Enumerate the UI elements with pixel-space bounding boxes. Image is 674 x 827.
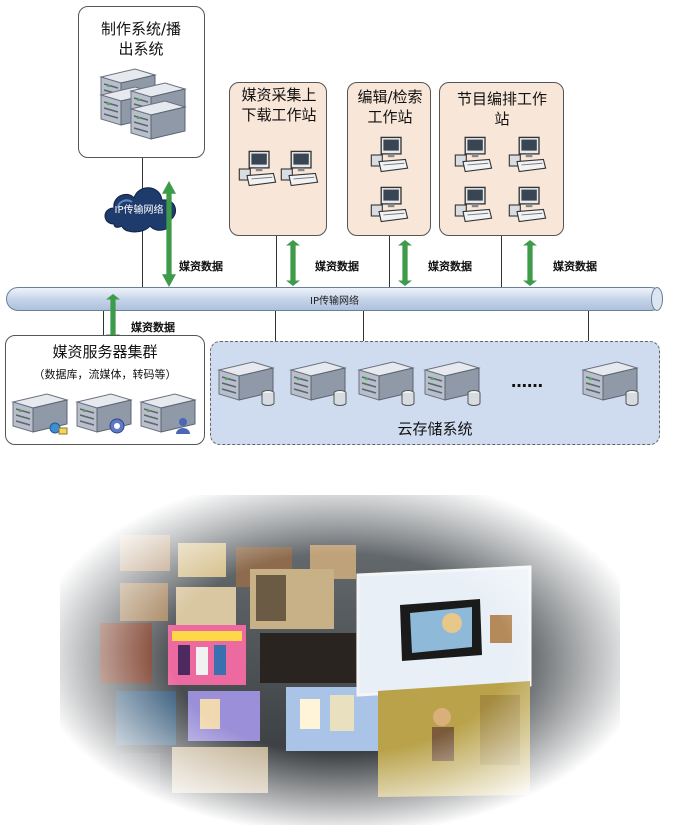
workstation-pc-icon xyxy=(370,186,409,223)
storage-server-icon xyxy=(582,361,639,406)
cloud-storage-ellipsis: …… xyxy=(511,372,543,391)
storage-link-line xyxy=(363,311,364,341)
cloud-storage-title: 云存储系统 xyxy=(397,420,473,438)
media-data-label: 媒资数据 xyxy=(428,260,472,273)
storage-link-line xyxy=(588,311,589,341)
media-server-cluster-title: 媒资服务器集群 xyxy=(52,343,158,361)
media-data-arrow-icon xyxy=(106,294,120,340)
workstation-pc-icon xyxy=(370,136,409,173)
workstation-pc-icon xyxy=(238,150,277,187)
workstation-pc-icon xyxy=(508,186,547,223)
workstation-pc-icon xyxy=(454,136,493,173)
media-data-label: 媒资数据 xyxy=(131,321,175,334)
media-server-cluster-subtitle: （数据库，流媒体，转码等） xyxy=(33,368,177,381)
edit-search-workstation-box: 编辑/检索工作站 xyxy=(347,82,431,236)
media-wall-photo xyxy=(60,495,620,825)
cluster-link-line xyxy=(103,311,104,337)
ip-network-cloud-label: IP传输网络 xyxy=(114,205,164,216)
workstation-pc-icon xyxy=(454,186,493,223)
cloud-storage-box: …… 云存储系统 xyxy=(210,341,660,445)
ingest-workstation-title: 媒资采集上下载工作站 xyxy=(241,86,317,124)
media-data-arrow-icon xyxy=(162,181,176,287)
ip-network-backbone-label: IP传输网络 xyxy=(310,296,359,307)
ip-network-backbone: IP传输网络 xyxy=(6,287,663,311)
media-data-label: 媒资数据 xyxy=(553,260,597,273)
media-server-cluster-box: 媒资服务器集群 （数据库，流媒体，转码等） xyxy=(5,335,205,445)
media-data-arrow-icon xyxy=(523,240,537,286)
pipe-end-cap xyxy=(651,287,663,311)
ip-network-cloud-icon xyxy=(104,187,177,233)
storage-server-icon xyxy=(290,361,347,406)
edit-search-workstation-title: 编辑/检索工作站 xyxy=(357,88,423,126)
media-data-label: 媒资数据 xyxy=(179,260,223,273)
ingest-workstation-box: 媒资采集上下载工作站 xyxy=(229,82,327,236)
media-data-arrow-icon xyxy=(398,240,412,286)
database-server-icon xyxy=(12,393,68,435)
storage-server-icon xyxy=(424,361,481,406)
program-link-line xyxy=(501,236,502,288)
production-system-title: 制作系统/播出系统 xyxy=(100,20,182,58)
production-system-box: 制作系统/播出系统 xyxy=(78,6,205,158)
edit-link-line xyxy=(389,236,390,288)
workstation-pc-icon xyxy=(508,136,547,173)
storage-server-icon xyxy=(218,361,275,406)
program-scheduling-workstation-title: 节目编排工作站 xyxy=(456,90,547,128)
storage-server-icon xyxy=(358,361,415,406)
workstation-pc-icon xyxy=(280,150,319,187)
streaming-server-icon xyxy=(76,393,132,434)
transcode-server-icon xyxy=(140,393,196,434)
media-data-label: 媒资数据 xyxy=(315,260,359,273)
server-rack-icon xyxy=(100,68,186,140)
program-scheduling-workstation-box: 节目编排工作站 xyxy=(439,82,564,236)
storage-link-line xyxy=(275,311,276,341)
ingest-link-line xyxy=(276,236,277,288)
media-data-arrow-icon xyxy=(286,240,300,286)
